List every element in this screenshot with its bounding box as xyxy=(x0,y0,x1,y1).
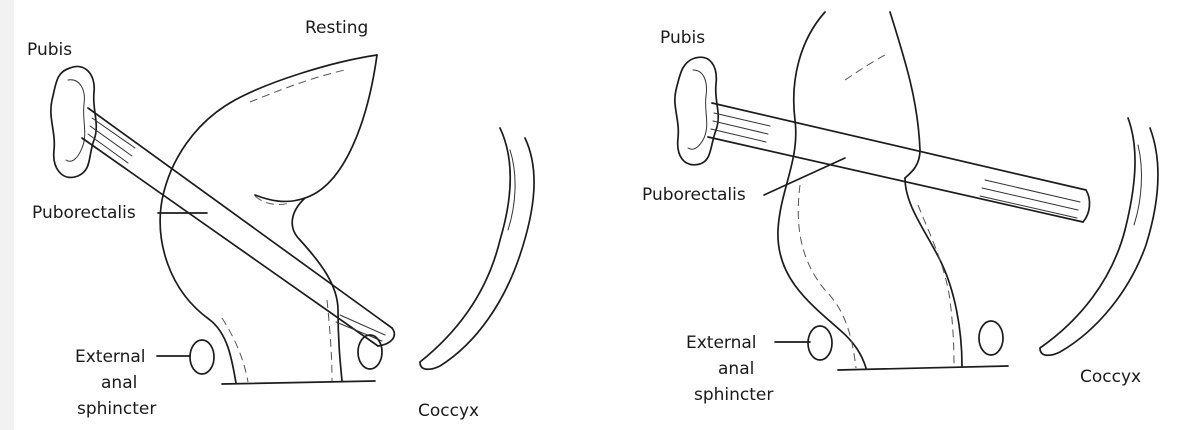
anal-label: anal xyxy=(718,359,754,379)
sphincter-label: sphincter xyxy=(694,385,773,405)
coccyx-bone xyxy=(1040,118,1158,355)
sphincter-label: sphincter xyxy=(77,399,156,419)
anal-verge-line xyxy=(222,381,375,384)
anal-verge-line xyxy=(838,366,1008,370)
puborectalis-sling xyxy=(82,108,394,346)
external-sphincter-oval xyxy=(979,321,1003,355)
coccyx-label: Coccyx xyxy=(418,401,479,421)
external-label: External xyxy=(686,333,757,353)
coccyx-bone xyxy=(420,128,534,369)
rectum-outline xyxy=(160,55,377,383)
pubis-bone xyxy=(51,66,96,177)
external-sphincter-oval xyxy=(808,326,832,360)
puborectalis-label: Puborectalis xyxy=(642,185,746,205)
external-sphincter-oval xyxy=(190,340,214,374)
coccyx-label: Coccyx xyxy=(1080,367,1141,387)
panel-straining: Pubis Puborectalis External anal sphinct… xyxy=(642,12,1158,405)
puborectalis-sling xyxy=(708,103,1090,222)
page-margin-shadow xyxy=(0,0,14,430)
anal-label: anal xyxy=(101,373,137,393)
resting-label: Resting xyxy=(305,18,368,38)
rectum-outline xyxy=(778,12,962,368)
puborectalis-label: Puborectalis xyxy=(32,203,136,223)
puborectalis-leader xyxy=(764,158,845,195)
pubis-label: Pubis xyxy=(660,28,705,48)
pubis-bone xyxy=(675,57,718,165)
panel-resting: Resting Pubis Puborectalis External anal… xyxy=(27,18,534,421)
external-label: External xyxy=(75,347,146,367)
pubis-label: Pubis xyxy=(27,40,72,60)
